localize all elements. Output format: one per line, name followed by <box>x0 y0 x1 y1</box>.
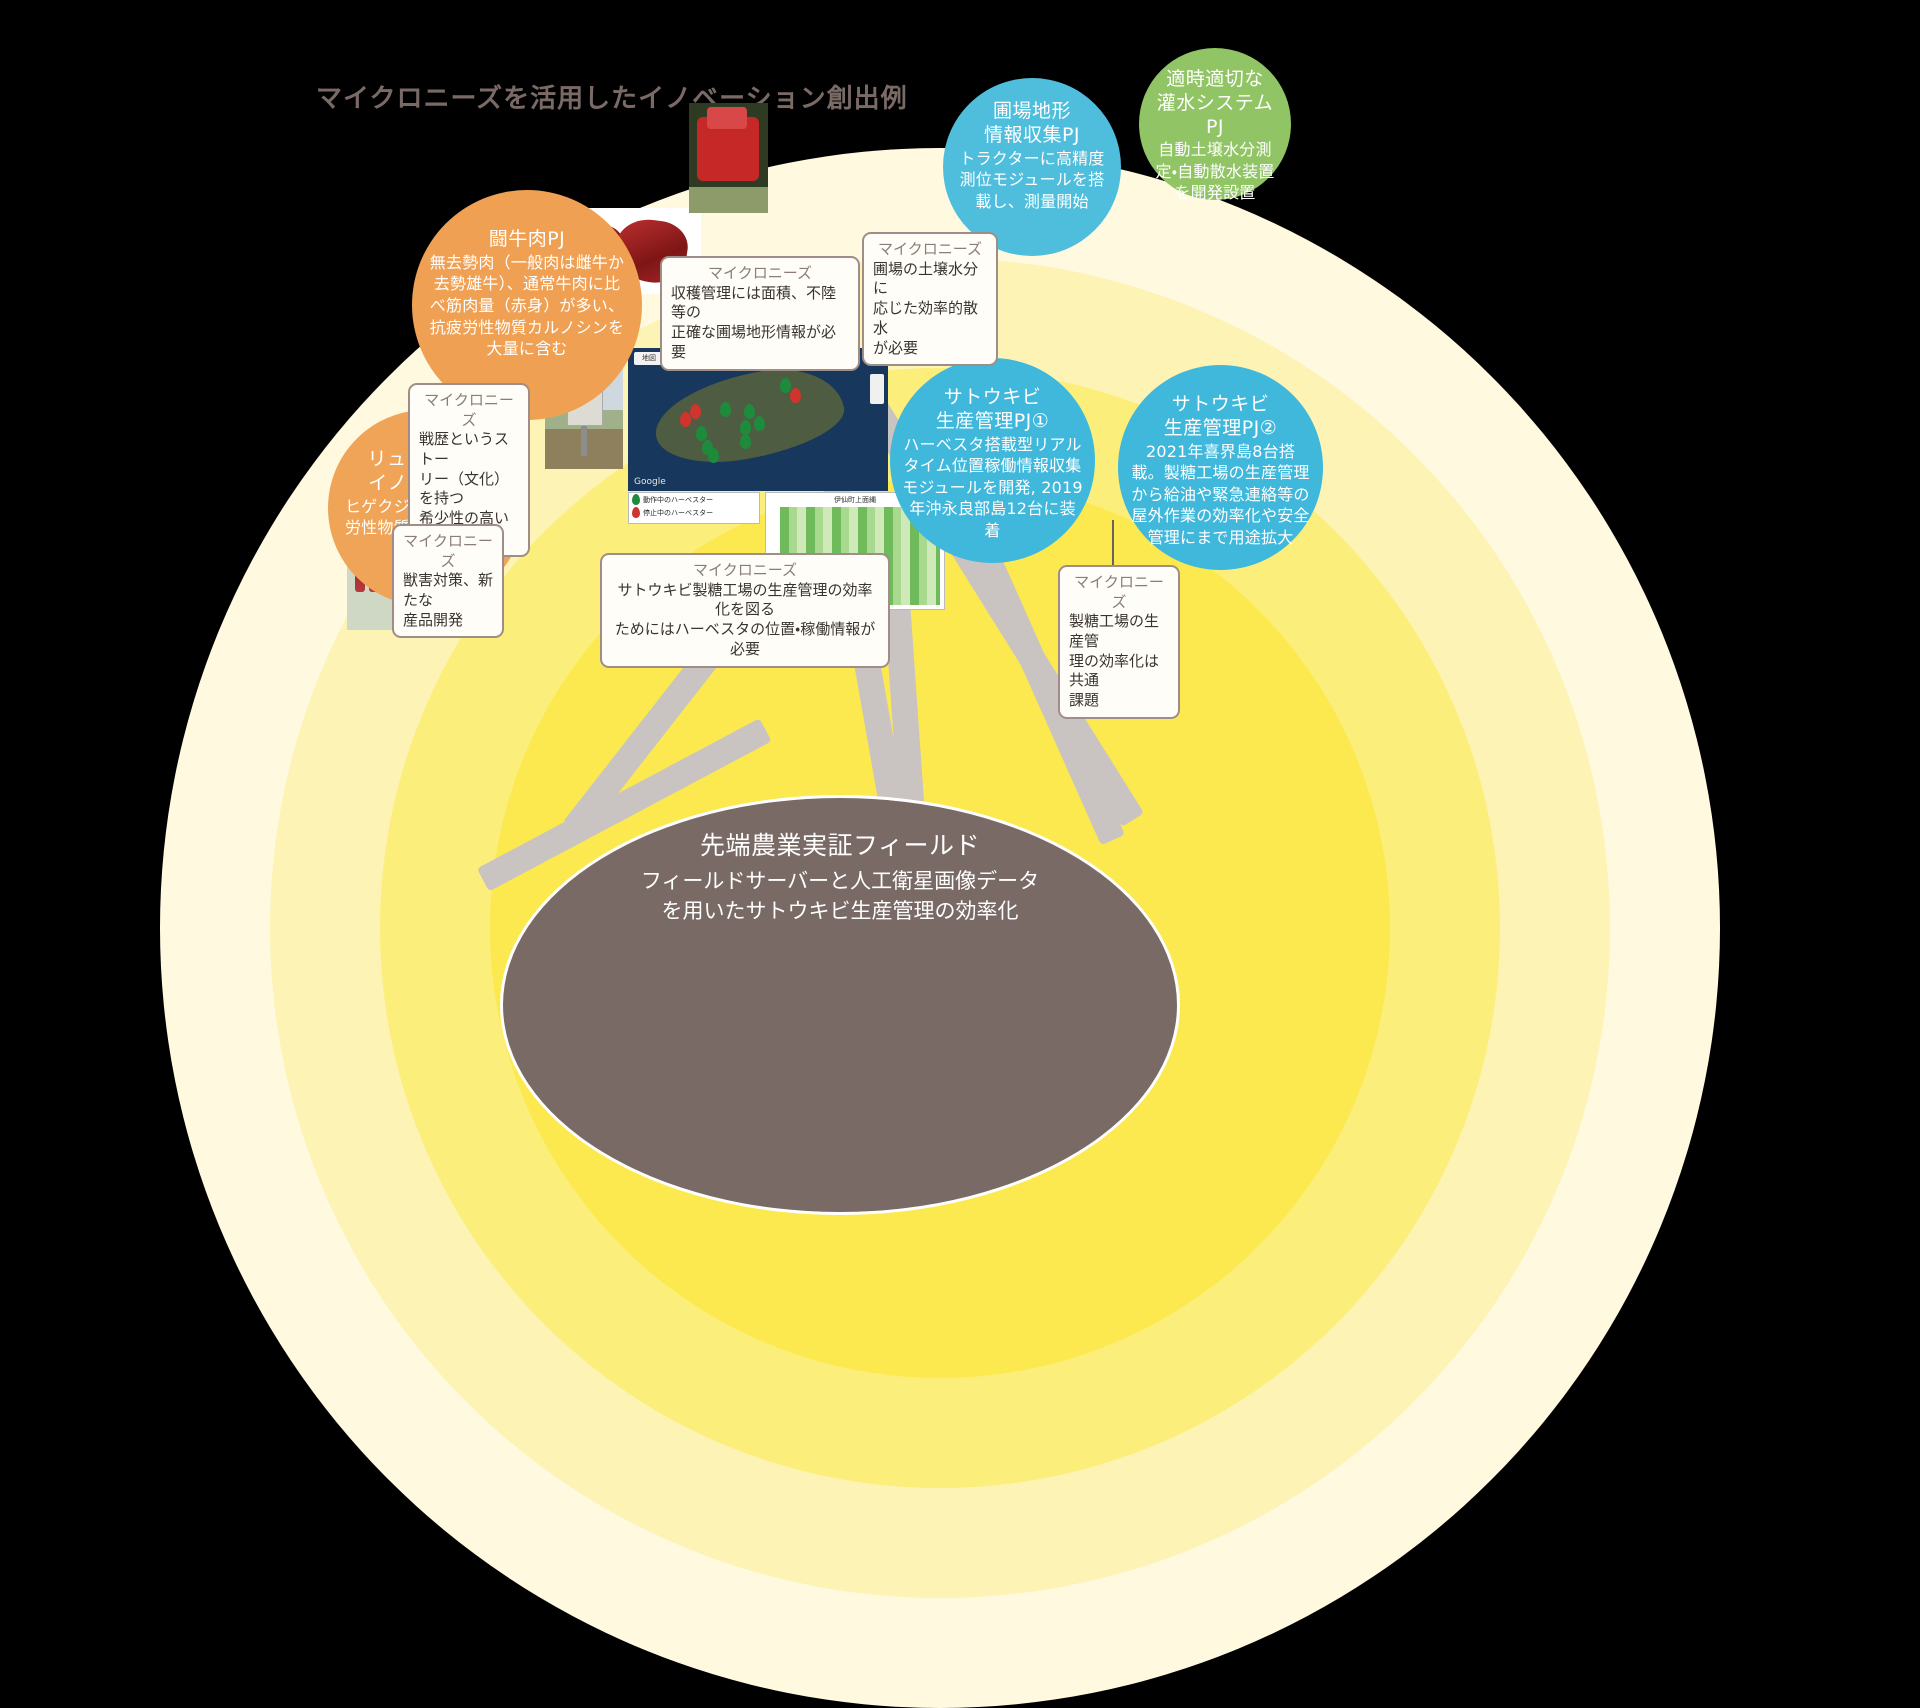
callout-body: サトウキビ製糖工場の生産管理の効率化を図る ためにはハーベスタの位置・稼働情報が… <box>614 580 876 658</box>
bubble-body: 自動土壌水分測定・自動散水装置を開発設置 <box>1155 140 1275 203</box>
infographic-canvas: マイクロニーズを活用したイノベーション創出例 地図 航空写真 Google <box>160 48 1720 1708</box>
bubble-satoukibi-pj2[interactable]: サトウキビ 生産管理PJ② 2021年喜界島8台搭載。製糖工場の生産管理から給油… <box>1118 365 1323 570</box>
bubble-title: 闘牛肉PJ <box>488 228 566 250</box>
bubble-body: トラクターに高精度測位モジュールを搭載し、測量開始 <box>959 148 1105 211</box>
callout-label: マイクロニーズ <box>424 391 514 429</box>
bubble-title: サトウキビ 生産管理PJ① <box>935 386 1050 432</box>
map-legend: 動作中のハーベスター 停止中のハーベスター <box>628 492 760 524</box>
callout-label: マイクロニーズ <box>1074 573 1164 611</box>
bubble-title: 圃場地形 情報収集PJ <box>983 100 1081 146</box>
center-body: フィールドサーバーと人工衛星画像データ を用いたサトウキビ生産管理の効率化 <box>640 869 1040 924</box>
legend-label-stopped: 停止中のハーベスター <box>643 508 714 517</box>
bubble-body: 2021年喜界島8台搭載。製糖工場の生産管理から給油や緊急連絡等の屋外作業の効率… <box>1131 441 1310 547</box>
bubble-houjou-chikei-pj[interactable]: 圃場地形 情報収集PJ トラクターに高精度測位モジュールを搭載し、測量開始 <box>943 78 1121 256</box>
bubble-body: 無去勢肉（一般肉は雌牛か去勢雄牛）、通常牛肉に比べ筋肉量（赤身）が多い、抗疲労性… <box>429 252 625 359</box>
callout-label: マイクロニーズ <box>708 264 812 282</box>
callout-body: 戦歴というストー リー（文化）を持つ 希少性の高い肉 <box>419 430 510 547</box>
bubble-satoukibi-pj1[interactable]: サトウキビ 生産管理PJ① ハーベスタ搭載型リアルタイム位置稼働情報収集モジュー… <box>890 358 1095 563</box>
field-map-caption: 伊仙町上面縄 <box>834 496 876 504</box>
bubble-title: サトウキビ 生産管理PJ② <box>1163 393 1278 439</box>
callout-pj2-needs: マイクロニーズ 製糖工場の生産管 理の効率化は共通 課題 <box>1058 565 1180 719</box>
callout-kansui-needs: マイクロニーズ 圃場の土壌水分に 応じた効率的散水 が必要 <box>862 232 998 367</box>
bubble-body: ハーベスタ搭載型リアルタイム位置稼働情報収集モジュールを開発, 2019年沖永良… <box>902 434 1083 540</box>
photo-tractor <box>689 103 768 213</box>
callout-body: 圃場の土壌水分に 応じた効率的散水 が必要 <box>873 259 979 357</box>
callout-pj1-needs: マイクロニーズ サトウキビ製糖工場の生産管理の効率化を図る ためにはハーベスタの… <box>600 553 890 668</box>
bubble-tougyu-niku-pj[interactable]: 闘牛肉PJ 無去勢肉（一般肉は雌牛か去勢雄牛）、通常牛肉に比べ筋肉量（赤身）が多… <box>412 190 642 420</box>
legend-label-active: 動作中のハーベスター <box>643 495 714 504</box>
callout-houjou-needs: マイクロニーズ 収穫管理には面積、不陸等の 正確な圃場地形情報が必要 <box>660 256 860 371</box>
callout-inoshishi-needs: マイクロニーズ 獣害対策、新たな 産品開発 <box>392 524 504 639</box>
callout-label: マイクロニーズ <box>878 240 982 258</box>
callout-body: 獣害対策、新たな 産品開発 <box>403 571 494 629</box>
center-title: 先端農業実証フィールド <box>699 831 980 860</box>
callout-body: 収穫管理には面積、不陸等の 正確な圃場地形情報が必要 <box>671 283 837 361</box>
map-attribution: Google <box>634 477 666 487</box>
bubble-title: 適時適切な 灌水システムPJ <box>1156 68 1274 138</box>
callout-label: マイクロニーズ <box>403 532 493 570</box>
map-tab-map: 地図 <box>634 352 664 365</box>
callout-body: 製糖工場の生産管 理の効率化は共通 課題 <box>1069 612 1160 710</box>
page-title: マイクロニーズを活用したイノベーション創出例 <box>316 84 908 114</box>
bubble-kansui-system-pj[interactable]: 適時適切な 灌水システムPJ 自動土壌水分測定・自動散水装置を開発設置 <box>1139 48 1291 202</box>
callout-label: マイクロニーズ <box>693 561 797 579</box>
center-node-advanced-agri-field[interactable]: 先端農業実証フィールド フィールドサーバーと人工衛星画像データ を用いたサトウキ… <box>500 795 1180 1215</box>
